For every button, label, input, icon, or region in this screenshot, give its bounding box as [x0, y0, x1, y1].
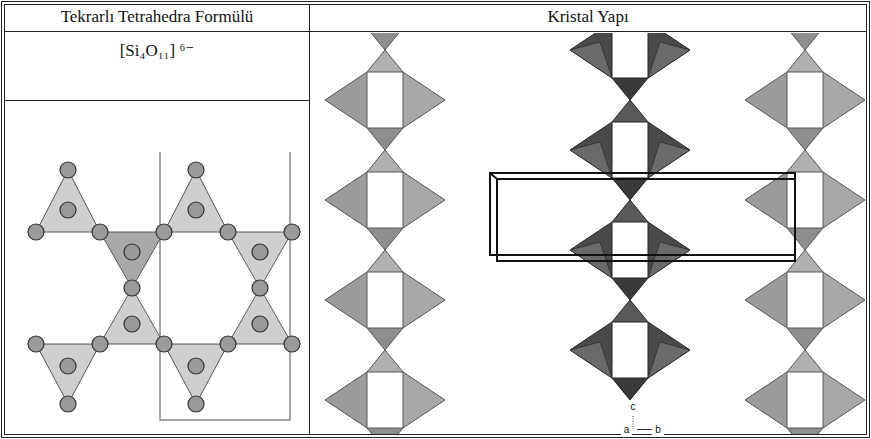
tetrahedra-chain	[28, 152, 300, 420]
unit-cell	[490, 173, 795, 261]
formula-cell: [Si₄O₁₁] ⁶⁻	[5, 40, 309, 62]
unit-cell	[160, 152, 290, 420]
column-header: Tekrarlı Tetrahedra Formülü	[5, 6, 309, 28]
crystal-structure	[325, 33, 865, 434]
column-header: Kristal Yapı	[310, 6, 866, 28]
axis-label: c	[627, 401, 639, 413]
axis-gizmo	[633, 416, 652, 430]
axis-label: b	[652, 424, 664, 436]
axis-label: a	[621, 424, 632, 436]
